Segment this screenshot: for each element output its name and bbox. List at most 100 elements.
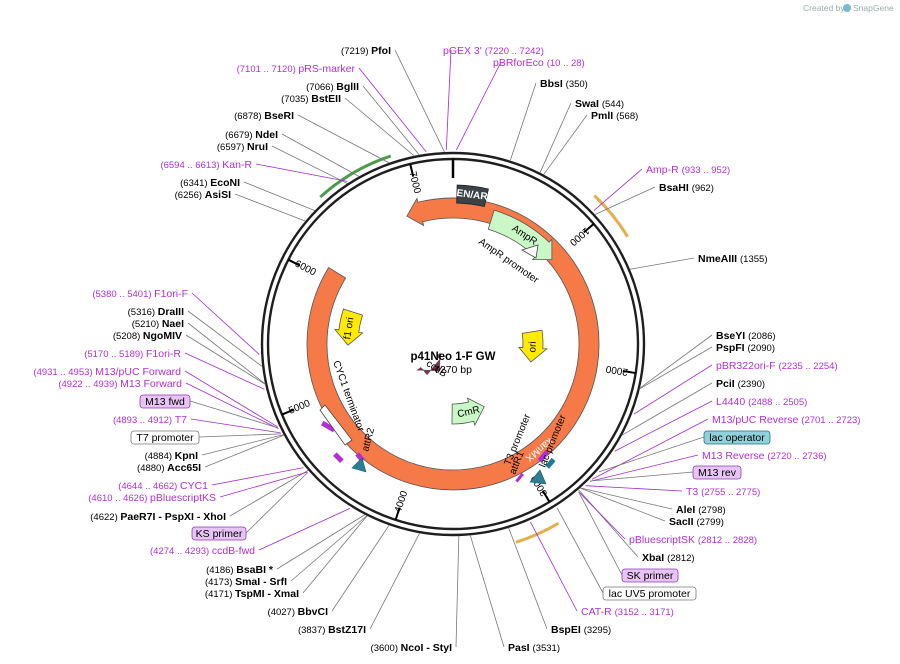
primer-pos: (2701 .. 2723) xyxy=(801,415,860,426)
site-leader xyxy=(469,535,505,648)
primer-label-right: L4440 (2488 .. 2505) xyxy=(716,396,807,408)
site-leader xyxy=(621,382,713,436)
site-leader xyxy=(271,145,348,184)
site-label-right: SacII (2799) xyxy=(669,516,724,528)
primer-name: pBluescriptSK xyxy=(629,534,698,546)
site-label-left: (7035) BstEII xyxy=(281,93,341,105)
primer-leader xyxy=(258,507,351,551)
primer-pos: (933 .. 952) xyxy=(682,165,731,176)
tick-label-6000: 6000 xyxy=(293,259,318,279)
boxed-label-text: T7 promoter xyxy=(136,432,194,444)
tick-mark-6000 xyxy=(287,258,301,267)
site-name: TspMI - XmaI xyxy=(235,588,299,600)
primer-label-right: T3 (2755 .. 2775) xyxy=(686,486,760,498)
boxed-label-text: lac operator xyxy=(709,432,765,444)
site-label-left: (4880) Acc65I xyxy=(137,462,201,474)
site-pos: (5210) xyxy=(132,319,162,330)
credit-brand: SnapGene xyxy=(853,3,894,13)
boxed-leader xyxy=(198,433,282,438)
feature-label-cmr: CmR xyxy=(456,404,481,420)
primer-label-right: pBR322ori-F (2235 .. 2254) xyxy=(716,360,838,372)
site-name: PspFI xyxy=(716,342,748,354)
boxed-label-bg xyxy=(130,430,200,445)
tick-mark-2000 xyxy=(622,370,636,375)
site-label-left: (6341) EcoNI xyxy=(180,177,240,189)
primer-name: L4440 xyxy=(716,396,748,408)
site-name: PciI xyxy=(716,378,738,390)
primer-leader xyxy=(219,471,308,498)
boxed-label-bg xyxy=(191,526,247,541)
site-label-left: (6878) BseRI xyxy=(234,110,294,122)
site-pos: (5208) xyxy=(113,331,143,342)
primer-label-top: pBRforEco (10 .. 28) xyxy=(493,57,585,69)
boxed-leader xyxy=(245,472,308,534)
site-pos: (3295) xyxy=(584,625,611,636)
site-leader xyxy=(201,434,284,456)
primer-name: Amp-R xyxy=(646,164,682,176)
site-leader xyxy=(276,514,366,570)
primer-pos: (2720 .. 2736) xyxy=(767,451,826,462)
site-pos: (4027) xyxy=(268,607,298,618)
primer-pos: (4931 .. 4953) xyxy=(33,367,95,378)
site-leader xyxy=(639,334,713,389)
primer-label-left: (7101 .. 7120) pRS-marker xyxy=(237,63,356,75)
site-pos: (3600) xyxy=(371,643,401,654)
primer-name: CYC1 xyxy=(180,480,208,492)
primer-name: T7 xyxy=(175,414,187,426)
site-label-right: PasI (3531) xyxy=(508,642,560,654)
boxed-label-text: M13 fwd xyxy=(145,396,185,408)
site-leader xyxy=(234,193,306,222)
site-label-left: (5208) NgoMIV xyxy=(113,330,182,342)
plasmid-length: 7270 bp xyxy=(434,364,472,376)
site-pos: (962) xyxy=(692,183,714,194)
site-name: AleI xyxy=(676,504,698,516)
primer-pos: (7220 .. 7242) xyxy=(485,46,544,57)
site-pos: (4186) xyxy=(206,565,236,576)
primer-pos: (6594 .. 6613) xyxy=(160,160,222,171)
primer-leader xyxy=(585,485,683,492)
primer-label-right: Amp-R (933 .. 952) xyxy=(646,164,730,176)
site-label-left: (7066) BglII xyxy=(306,81,359,93)
primer-label-left: (4922 .. 4939) M13 Forward xyxy=(58,378,182,390)
primer-pos: (7101 .. 7120) xyxy=(237,64,299,75)
site-name: DraIII xyxy=(158,306,184,318)
site-pos: (544) xyxy=(602,99,624,110)
primer-pos: (2812 .. 2828) xyxy=(698,535,757,546)
backbone-outer-circle xyxy=(260,151,646,537)
site-pos: (2090) xyxy=(748,343,775,354)
feature-f1-ori xyxy=(333,308,364,346)
primer-label-left: (4644 .. 4662) CYC1 xyxy=(118,480,208,492)
primer-name: pBluescriptKS xyxy=(150,492,216,504)
site-name: PaeR7I - PspXI - XhoI xyxy=(120,511,226,523)
site-name: BbvCI xyxy=(298,606,328,618)
site-name: BglII xyxy=(336,81,359,93)
primer-pos: (5380 .. 5401) xyxy=(92,289,154,300)
attr2-arrow xyxy=(351,457,367,473)
tick-mark-5000 xyxy=(281,408,295,416)
primer-leader xyxy=(211,467,304,486)
primer-label-left: (6594 .. 6613) Kan-R xyxy=(160,159,252,171)
site-label-left: (5210) NaeI xyxy=(132,318,184,330)
site-leader xyxy=(243,181,316,212)
site-name: SmaI - SrfI xyxy=(235,576,287,588)
site-leader xyxy=(229,469,309,517)
tick-label-4000: 4000 xyxy=(393,489,410,514)
site-label-right: PspFI (2090) xyxy=(716,342,775,354)
primer-pos: (4644 .. 4662) xyxy=(118,481,180,492)
feature-kanmx xyxy=(306,197,600,491)
site-leader xyxy=(204,434,285,468)
primer-name: M13/pUC Forward xyxy=(95,366,181,378)
primer-name: pGEX 3' xyxy=(443,45,485,57)
site-name: BsaBI * xyxy=(236,564,274,576)
primer-label-right: CAT-R (3152 .. 3171) xyxy=(581,606,674,618)
primer-pos: (4610 .. 4626) xyxy=(88,493,150,504)
primer-leader xyxy=(593,168,643,211)
site-label-left: (4173) SmaI - SrfI xyxy=(205,576,287,588)
tick-label-1000: 1000 xyxy=(567,225,591,248)
tick-label-2000: 2000 xyxy=(605,363,629,377)
boxed-leader xyxy=(590,471,694,482)
site-label-right: PciI (2390) xyxy=(716,378,765,390)
primer-pos: (2488 .. 2505) xyxy=(748,397,807,408)
primer-pos: (5170 .. 5189) xyxy=(84,349,146,360)
